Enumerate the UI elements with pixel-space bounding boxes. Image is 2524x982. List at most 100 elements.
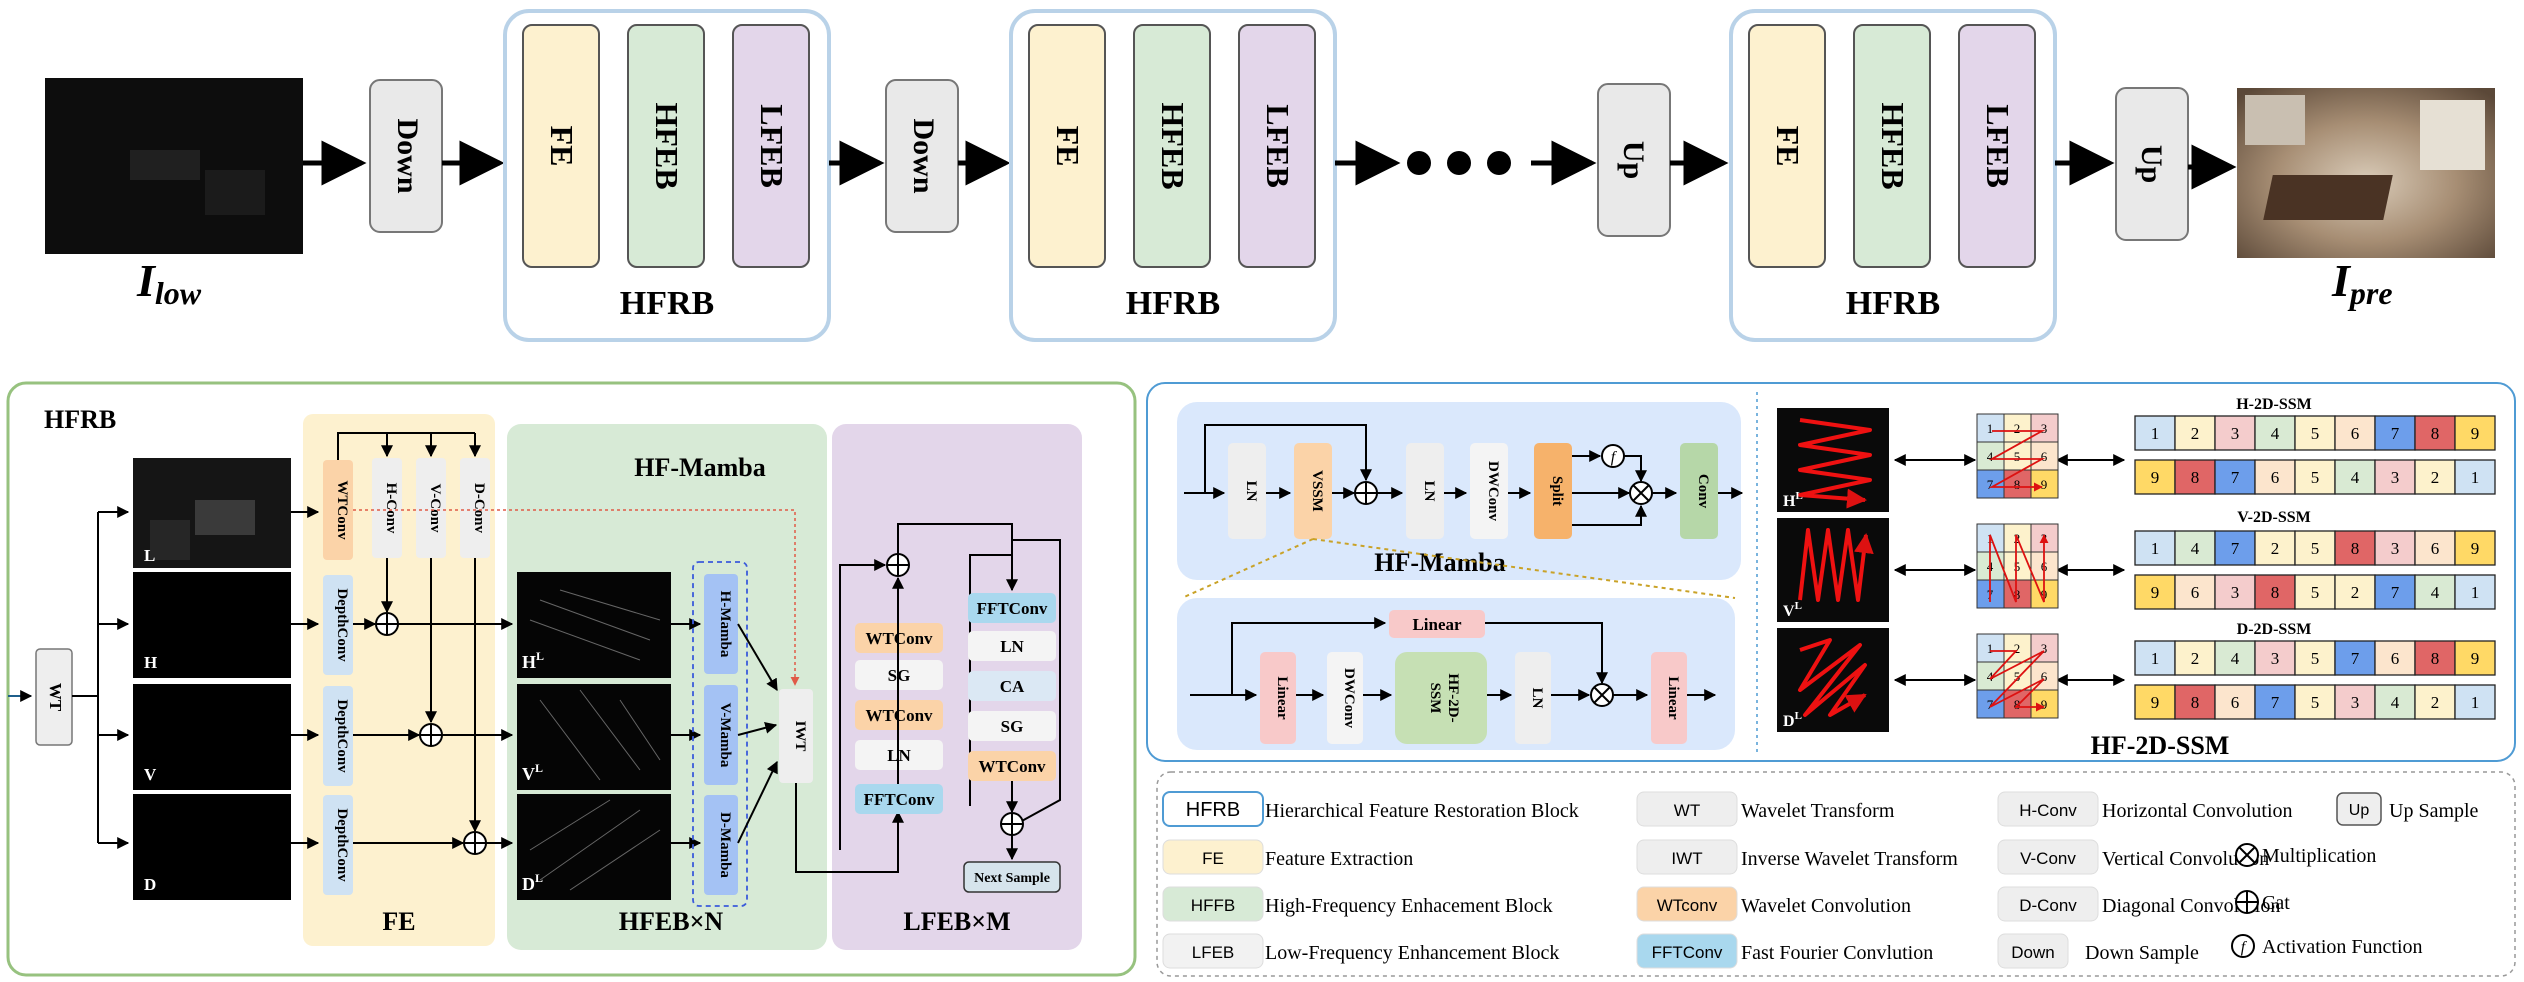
sequence-number: 2 [2431,468,2440,487]
hfeb-n-label: HFEB×N [619,907,724,936]
legend-tag: IWT [1671,849,1702,868]
grid-cell-number: 1 [1987,421,1994,436]
lfeb-label: LFEB [1260,104,1296,188]
sequence-cell [2214,530,2256,566]
sequence-number: 1 [2471,468,2480,487]
wtconv-label: WTConv [334,480,350,540]
legend-text: Low-Frequency Enhancement Block [1265,942,1559,964]
hfrb-detail-panel: HFRB WT L H V D WTConv DepthConv [6,381,1137,977]
sequence-cell [2454,684,2496,720]
sequence-number: 9 [2471,649,2480,668]
subband-label-d: D [144,875,156,894]
up-label: Up [2135,145,2168,183]
grid-cell [1976,633,2005,663]
up-block-1 [1597,83,1671,237]
activation-glyph: f [2241,939,2248,956]
fe-label: FE [544,126,580,167]
sequence-cell [2214,459,2256,495]
legend-text: Wavelet Transform [1741,800,1895,822]
grid-cell-number: 6 [2041,449,2048,464]
sequence-cell [2254,530,2296,566]
legend-text: Activation Function [2262,936,2423,958]
grid-cell-number: 1 [1987,641,1994,656]
wt-label: WT [46,683,65,712]
sequence-cell [2334,530,2376,566]
fe-section-label: FE [382,907,415,936]
down-block-2 [885,79,959,233]
sequence-cell [2174,640,2216,676]
sequence-number: 7 [2231,468,2240,487]
sequence-number: 8 [2191,693,2200,712]
sequence-number: 2 [2431,693,2440,712]
lfeb-right-stack-item: WTConv [978,757,1046,776]
sequence-number: 7 [2351,649,2360,668]
sequence-cell [2294,415,2336,451]
sequence-cell [2254,574,2296,610]
activation-glyph: f [1611,449,1618,466]
sequence-cell [2294,459,2336,495]
sequence-cell [2454,574,2496,610]
hfrb-panel-title: HFRB [44,405,116,434]
d-mamba-label: D-Mamba [717,812,733,878]
sequence-number: 1 [2151,424,2160,443]
grid-cell [2003,441,2032,471]
down-label: Down [391,118,424,193]
hfeb-label: HFEB [1155,102,1191,189]
sequence-cell [2294,640,2336,676]
sequence-number: 7 [2391,583,2400,602]
grid-cell [2003,551,2032,581]
sequence-cell [2214,415,2256,451]
sequence-cell [2334,459,2376,495]
sequence-number: 5 [2311,424,2320,443]
legend-text: Fast Fourier Convlution [1741,942,1933,964]
lfeb-left-stack: WTConv SG WTConv LN FFTConv [855,623,943,814]
h-mamba-label: H-Mamba [717,591,733,658]
legend-text: Up Sample [2389,800,2479,822]
lfeb-right-stack-item: CA [1000,677,1025,696]
sequence-number: 4 [2431,583,2440,602]
sequence-number: 8 [2191,468,2200,487]
lfeb-left-stack-item: LN [887,746,911,765]
grid-cell-number: 6 [2041,669,2048,684]
sequence-cell [2174,415,2216,451]
dl-image [517,794,671,900]
sequence-number: 4 [2351,468,2360,487]
sequence-number: 5 [2311,539,2320,558]
sequence-number: 5 [2311,468,2320,487]
grid-cell [1976,469,2005,499]
legend-swatch [1162,933,1264,969]
grid-cell-number: 3 [2041,641,2048,656]
legend-text: Horizontal Convolution [2102,800,2293,822]
legend-swatch [1997,791,2099,827]
sequence-cell [2134,574,2176,610]
hf-mamba-ssm-panel: LN VSSM LN DWConv Split f Conv HF-Mamba [1146,382,2516,762]
dwconv-label: DWConv [1485,461,1501,522]
sequence-number: 2 [2191,649,2200,668]
legend-tag: HFRB [1186,799,1240,821]
grid-cell-number: 9 [2041,697,2048,712]
sequence-number: 5 [2311,693,2320,712]
sequence-cell [2414,530,2456,566]
grid-cell [2003,633,2032,663]
hf2dssm-label: HF-2D-SSM [1427,673,1461,722]
ellipsis-dots [1407,151,1511,175]
legend-text: Wavelet Convolution [1741,895,1911,917]
sequence-number: 3 [2351,693,2360,712]
lfeb-right-stack-item: SG [1001,717,1024,736]
ilow-label: Ilow [136,255,202,311]
sequence-number: 9 [2151,583,2160,602]
subband-image-d [133,794,291,900]
